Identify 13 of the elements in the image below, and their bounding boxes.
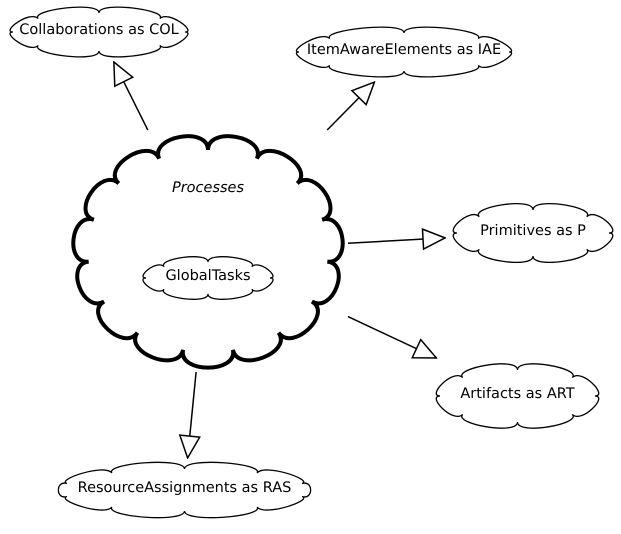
arrow (113, 61, 148, 130)
arrow (348, 228, 446, 250)
arrow (326, 81, 376, 131)
cloud-label: ItemAwareElements as IAE (306, 42, 502, 58)
arrow (348, 316, 438, 359)
container-heading: Processes (170, 180, 246, 196)
cloud-label: GlobalTasks (164, 268, 252, 284)
cloud-label: Artifacts as ART (459, 386, 576, 402)
cloud-label: Collaborations as COL (18, 22, 180, 38)
arrow (179, 372, 200, 459)
cloud-label: ResourceAssignments as RAS (76, 480, 292, 496)
cloud-shape (70, 132, 346, 370)
cloud-label: Primitives as P (479, 223, 587, 239)
